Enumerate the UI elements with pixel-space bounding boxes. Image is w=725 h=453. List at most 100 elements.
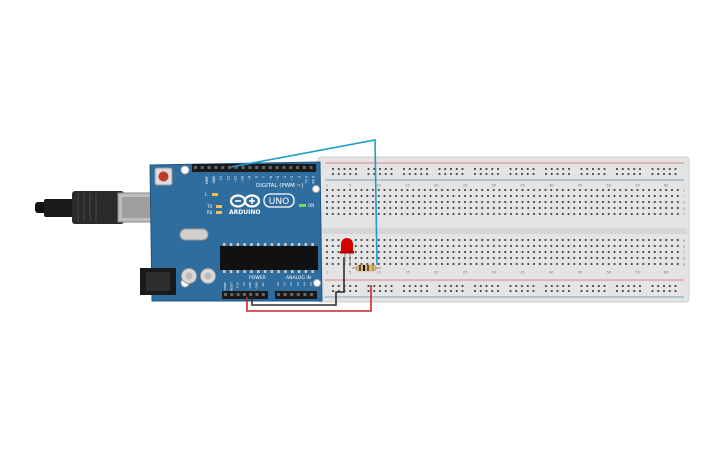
breadboard-hole[interactable] (464, 245, 466, 247)
breadboard-hole[interactable] (544, 207, 547, 209)
rail-hole[interactable] (455, 173, 458, 175)
breadboard-hole[interactable] (331, 239, 334, 241)
rail-hole[interactable] (639, 173, 641, 175)
breadboard-hole[interactable] (492, 263, 495, 265)
breadboard-hole[interactable] (596, 245, 599, 247)
breadboard-hole[interactable] (630, 189, 633, 191)
breadboard-hole[interactable] (504, 201, 507, 203)
rail-hole[interactable] (403, 290, 405, 292)
breadboard-hole[interactable] (648, 251, 650, 253)
rail-hole[interactable] (550, 290, 553, 292)
breadboard-hole[interactable] (533, 213, 535, 215)
breadboard-hole[interactable] (487, 251, 489, 253)
breadboard-hole[interactable] (475, 263, 478, 265)
rail-hole[interactable] (562, 168, 565, 170)
breadboard-hole[interactable] (625, 201, 627, 203)
breadboard-hole[interactable] (665, 263, 668, 265)
breadboard-hole[interactable] (573, 195, 576, 197)
led-icon[interactable] (340, 238, 354, 266)
breadboard-hole[interactable] (435, 263, 438, 265)
rail-hole[interactable] (474, 290, 476, 292)
breadboard-hole[interactable] (636, 251, 639, 253)
breadboard-hole[interactable] (544, 257, 547, 259)
header-socket[interactable] (241, 166, 245, 169)
rail-hole[interactable] (479, 168, 482, 170)
rail-hole[interactable] (455, 285, 458, 287)
breadboard-hole[interactable] (498, 257, 501, 259)
breadboard-hole[interactable] (395, 239, 397, 241)
rail-hole[interactable] (426, 285, 428, 287)
breadboard-hole[interactable] (538, 239, 541, 241)
breadboard-hole[interactable] (372, 195, 374, 197)
breadboard-hole[interactable] (366, 245, 369, 247)
breadboard-hole[interactable] (372, 263, 374, 265)
breadboard-hole[interactable] (653, 263, 656, 265)
rail-hole[interactable] (639, 168, 641, 170)
breadboard-hole[interactable] (676, 251, 679, 253)
breadboard-hole[interactable] (458, 201, 461, 203)
breadboard-hole[interactable] (676, 257, 679, 259)
breadboard-hole[interactable] (360, 213, 363, 215)
breadboard-hole[interactable] (533, 201, 535, 203)
breadboard-hole[interactable] (418, 251, 420, 253)
breadboard-hole[interactable] (452, 245, 455, 247)
breadboard-hole[interactable] (550, 213, 553, 215)
breadboard-hole[interactable] (602, 257, 604, 259)
breadboard-hole[interactable] (573, 189, 576, 191)
rail-hole[interactable] (515, 290, 518, 292)
breadboard-hole[interactable] (567, 213, 570, 215)
breadboard-hole[interactable] (510, 195, 512, 197)
breadboard-hole[interactable] (676, 239, 679, 241)
rail-hole[interactable] (497, 168, 499, 170)
breadboard-hole[interactable] (527, 239, 530, 241)
breadboard-hole[interactable] (561, 213, 564, 215)
breadboard-hole[interactable] (550, 263, 553, 265)
breadboard-hole[interactable] (492, 195, 495, 197)
rail-hole[interactable] (616, 285, 618, 287)
rail-hole[interactable] (657, 168, 660, 170)
header-socket[interactable] (255, 293, 259, 296)
header-socket[interactable] (275, 166, 279, 169)
rail-hole[interactable] (545, 285, 547, 287)
rail-hole[interactable] (545, 290, 547, 292)
breadboard-hole[interactable] (625, 251, 627, 253)
breadboard-hole[interactable] (515, 245, 518, 247)
rail-hole[interactable] (379, 168, 381, 170)
breadboard-hole[interactable] (544, 189, 547, 191)
breadboard-hole[interactable] (561, 251, 564, 253)
breadboard-hole[interactable] (412, 207, 415, 209)
breadboard-hole[interactable] (446, 245, 449, 247)
header-socket[interactable] (242, 293, 246, 296)
breadboard-hole[interactable] (464, 263, 466, 265)
header-socket[interactable] (290, 293, 294, 296)
rail-hole[interactable] (603, 168, 606, 170)
breadboard-hole[interactable] (556, 257, 558, 259)
header-socket[interactable] (207, 166, 211, 169)
breadboard-hole[interactable] (573, 251, 576, 253)
breadboard-hole[interactable] (389, 195, 392, 197)
breadboard-hole[interactable] (441, 263, 443, 265)
breadboard-hole[interactable] (475, 189, 478, 191)
rail-hole[interactable] (355, 285, 357, 287)
breadboard-hole[interactable] (458, 263, 461, 265)
header-socket[interactable] (261, 293, 265, 296)
breadboard-hole[interactable] (492, 207, 495, 209)
breadboard-hole[interactable] (659, 195, 662, 197)
wires[interactable] (230, 139, 378, 312)
breadboard-hole[interactable] (648, 263, 650, 265)
breadboard-hole[interactable] (400, 207, 403, 209)
breadboard-hole[interactable] (423, 263, 426, 265)
breadboard-hole[interactable] (556, 251, 558, 253)
breadboard-hole[interactable] (395, 201, 397, 203)
breadboard-hole[interactable] (636, 245, 639, 247)
breadboard-hole[interactable] (584, 189, 587, 191)
breadboard-hole[interactable] (372, 251, 374, 253)
breadboard-hole[interactable] (642, 201, 645, 203)
breadboard-hole[interactable] (515, 201, 518, 203)
breadboard-hole[interactable] (337, 213, 340, 215)
breadboard-hole[interactable] (665, 195, 668, 197)
breadboard-hole[interactable] (354, 251, 357, 253)
breadboard-hole[interactable] (377, 195, 380, 197)
breadboard-hole[interactable] (642, 251, 645, 253)
rail-hole[interactable] (663, 173, 665, 175)
